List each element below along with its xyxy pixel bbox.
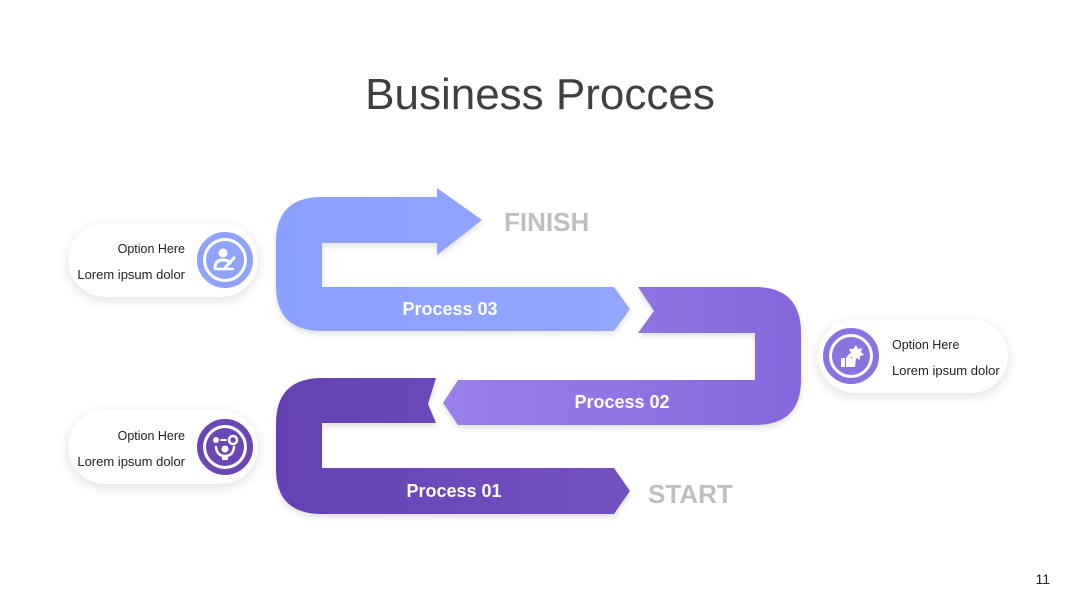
process-02-arrow	[443, 287, 801, 425]
process-01-label: Process 01	[406, 481, 501, 501]
slide-title: Business Procces	[365, 70, 715, 119]
option-subtitle: Lorem ipsum dolor	[77, 454, 185, 469]
option-title: Option Here	[117, 242, 185, 256]
process-02-label: Process 02	[574, 392, 669, 412]
option-card-right: Option Here Lorem ipsum dolor	[818, 319, 1008, 393]
option-title: Option Here	[117, 429, 185, 443]
option-card-bottom-left: Option Here Lorem ipsum dolor	[68, 410, 258, 484]
person-pen-icon	[197, 232, 253, 288]
option-card-top-left: Option Here Lorem ipsum dolor	[68, 223, 258, 297]
process-03-arrow	[276, 188, 630, 331]
thumbs-up-badge-icon	[823, 328, 879, 384]
option-title: Option Here	[892, 338, 960, 352]
page-number: 11	[1035, 571, 1050, 587]
option-subtitle: Lorem ipsum dolor	[892, 363, 1000, 378]
process-03-label: Process 03	[402, 299, 497, 319]
process-01-arrow	[276, 378, 630, 514]
finish-label: FINISH	[504, 207, 589, 237]
option-subtitle: Lorem ipsum dolor	[77, 267, 185, 282]
start-label: START	[648, 479, 733, 509]
person-ideas-icon	[197, 419, 253, 475]
